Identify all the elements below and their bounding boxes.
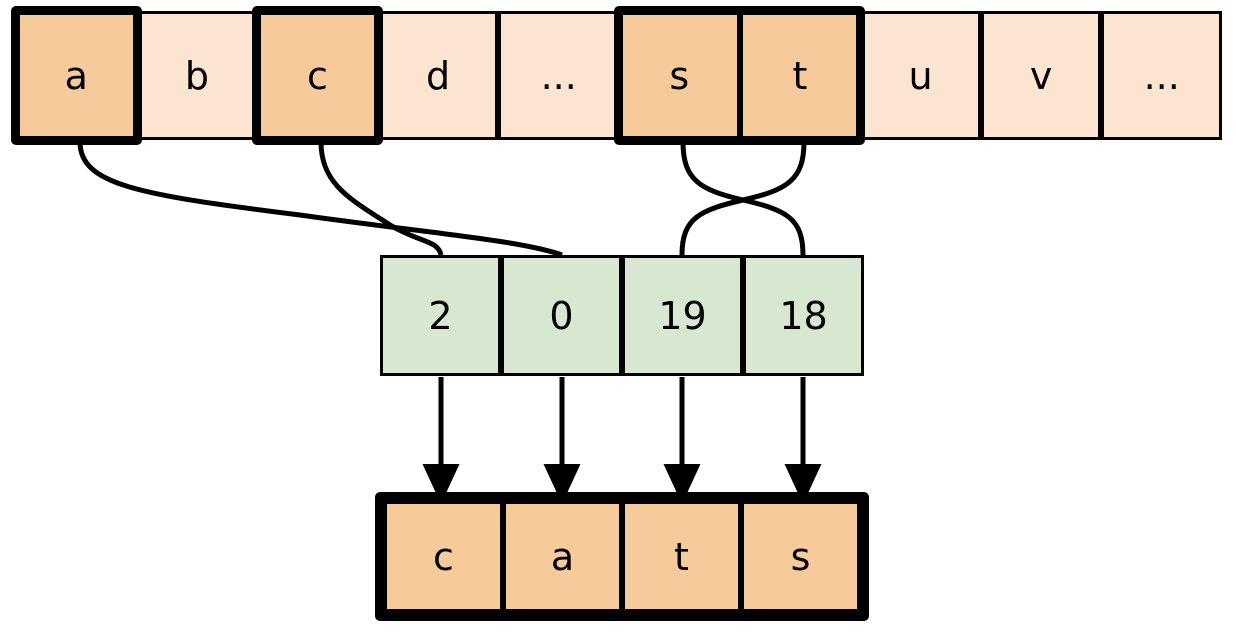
alphabet-cell-s[interactable]: s: [619, 11, 740, 140]
alphabet-cell-u[interactable]: u: [860, 11, 981, 140]
alphabet-cell-ellipsis-9[interactable]: ...: [1101, 11, 1222, 140]
curve-c-to-2: [318, 141, 444, 256]
alphabet-cell-d[interactable]: d: [377, 11, 499, 140]
curve-a-to-0: [77, 141, 563, 258]
index-cell-19[interactable]: 19: [622, 255, 743, 376]
index-cell-0[interactable]: 0: [501, 255, 622, 376]
curve-t-to-19: [679, 141, 807, 256]
alphabet-cell-t[interactable]: t: [739, 11, 861, 140]
alphabet-cell-c[interactable]: c: [257, 11, 378, 140]
alphabet-cell-ellipsis-4[interactable]: ...: [498, 11, 619, 140]
alphabet-cell-a[interactable]: a: [16, 11, 137, 140]
output-cell-c-0[interactable]: c: [384, 501, 503, 612]
output-cell-t-2[interactable]: t: [622, 501, 741, 612]
output-cell-a-1[interactable]: a: [503, 501, 622, 612]
output-cell-s-3[interactable]: s: [741, 501, 860, 612]
alphabet-cell-b[interactable]: b: [136, 11, 258, 140]
index-cell-18[interactable]: 18: [743, 255, 864, 376]
alphabet-cell-v[interactable]: v: [980, 11, 1102, 140]
curve-s-to-18: [680, 141, 806, 256]
index-cell-2[interactable]: 2: [380, 255, 501, 376]
